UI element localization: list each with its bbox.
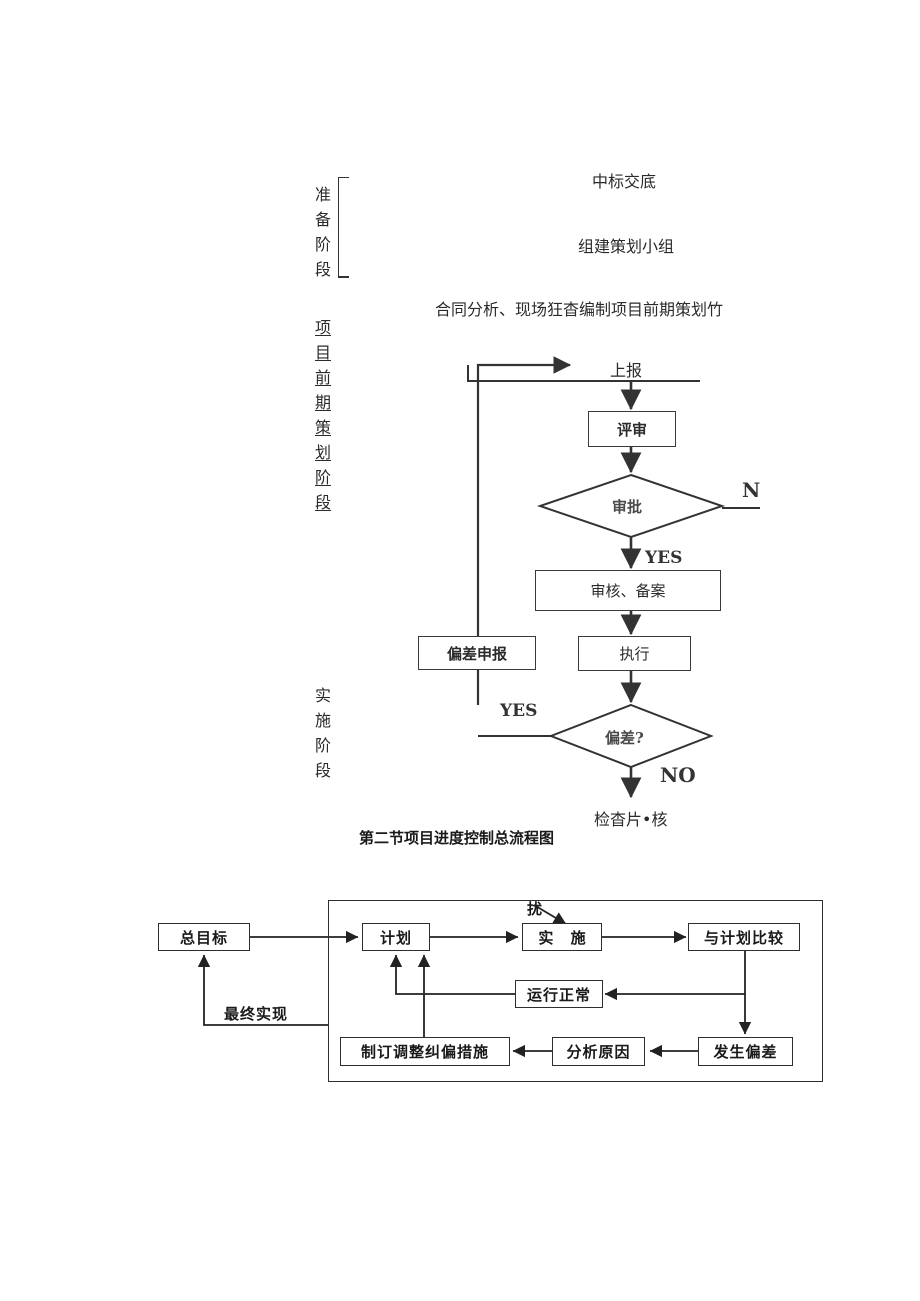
text-contract-analysis: 合同分析、现场狂杳编制项目前期策划竹 [435,300,724,319]
node-deviation-report: 偏差申报 [418,636,536,670]
node-audit-record: 审核、备案 [535,570,721,611]
stage-char: 施 [314,711,331,730]
node-review: 评审 [588,411,676,447]
stage-char: 前 [314,368,331,387]
section-caption: 第二节项目进度控制总流程图 [359,829,555,847]
stage-char: 段 [314,761,331,780]
prep-stage-bracket [337,176,349,278]
control-loop-frame [328,900,823,1082]
stage-label-implementation: 实 施 阶 段 [310,683,336,783]
stage-char: 策 [314,418,331,437]
node-compare-with-plan: 与计划比较 [688,923,800,951]
stage-char: 阶 [314,235,331,254]
node-implementation: 实 施 [522,923,602,951]
node-execute: 执行 [578,636,691,671]
node-running-normal: 运行正常 [515,980,603,1008]
node-approval-label: 审批 [612,498,643,516]
node-corrective-measures: 制订调整纠偏措施 [340,1037,510,1066]
stage-char: 阶 [314,468,331,487]
node-overall-goal: 总目标 [158,923,250,951]
node-deviation-question-label: 偏差? [605,729,644,747]
edge-label-approval-yes: YES [645,548,683,568]
annotation-final-realization: 最终实现 [224,1005,289,1023]
stage-char: 目 [314,343,331,362]
stage-char: 阶 [314,736,331,755]
edge-label-deviation-yes: YES [500,701,538,721]
stage-char: 段 [314,493,331,512]
stage-label-planning: 项 目 前 期 策 划 阶 段 [310,315,336,515]
edge-label-approval-no: N [742,478,761,502]
annotation-disturbance: 扰 [527,900,544,918]
stage-char: 项 [314,318,331,337]
node-analyze-cause: 分析原因 [552,1037,645,1066]
stage-char: 期 [314,393,331,412]
stage-char: 准 [314,185,331,204]
edge-label-deviation-no: NO [660,763,696,787]
node-plan: 计划 [362,923,430,951]
text-form-planning-team: 组建策划小组 [578,237,675,256]
stage-label-prep: 准 备 阶 段 [310,182,336,282]
stage-char: 备 [314,210,331,229]
text-submit-report: 上报 [610,361,643,380]
stage-char: 段 [314,260,331,279]
text-inspect-check: 检杳片•核 [594,810,668,829]
stage-char: 划 [314,443,331,462]
text-bid-handover: 中标交底 [592,172,657,191]
stage-char: 实 [314,686,331,705]
node-deviation-occurs: 发生偏差 [698,1037,793,1066]
